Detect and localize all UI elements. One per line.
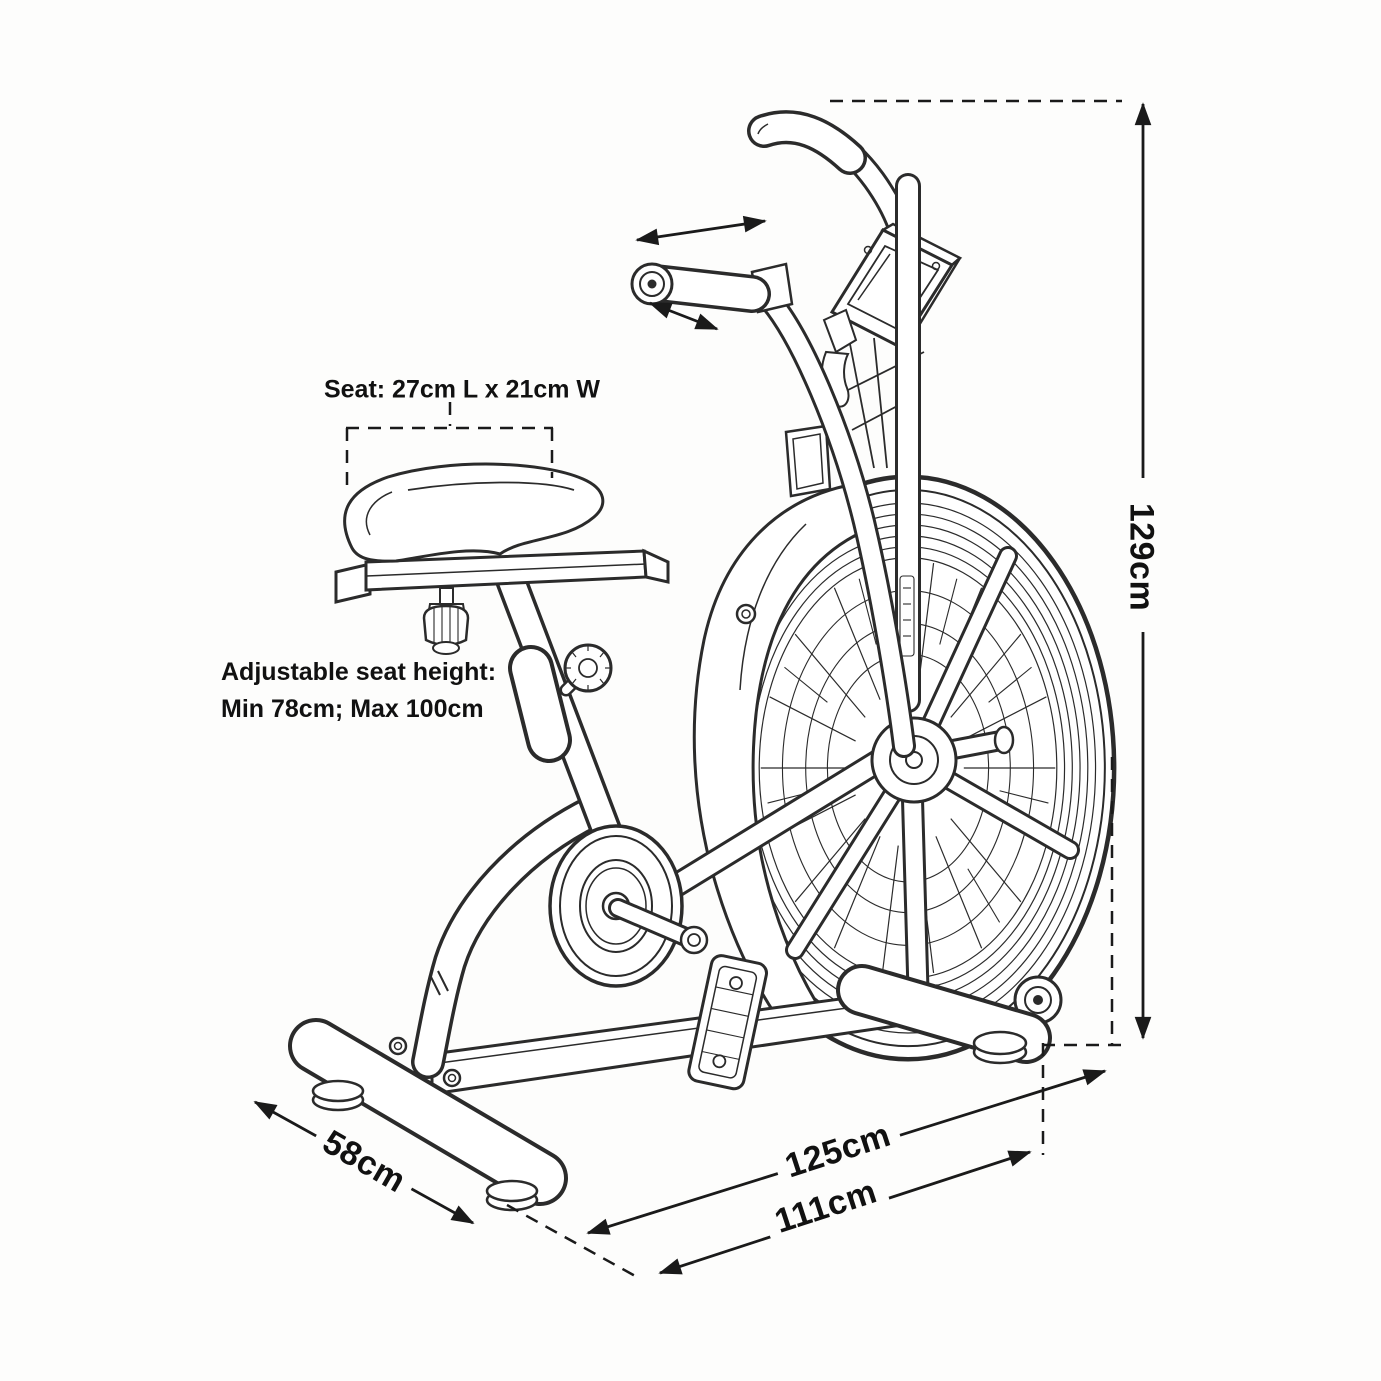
overall-height-label: 129cm: [1122, 502, 1161, 612]
drive-crank-pedal: [548, 824, 768, 1091]
handlebar-post: [895, 173, 930, 1002]
seat-height-label: Adjustable seat height: Min 78cm; Max 10…: [221, 654, 496, 728]
depth-extension-front: [506, 1203, 638, 1279]
seat-size-label: Seat: 27cm L x 21cm W: [323, 375, 601, 404]
shroud-bolt: [735, 603, 757, 625]
front-foot-right: [485, 1179, 539, 1203]
rear-foot: [972, 1030, 1028, 1056]
handle-adjust-arrow-short: [648, 301, 719, 331]
seat-height-label-line1: Adjustable seat height:: [221, 658, 497, 686]
front-foot-left: [311, 1079, 365, 1103]
frame: [411, 795, 609, 1079]
seat-knob: [422, 604, 470, 647]
seat-size-bracket: [345, 402, 554, 491]
console-screen: [829, 228, 955, 349]
seat-height-label-line2: Min 78cm; Max 100cm: [221, 695, 484, 723]
handle-adjust-arrow-long: [635, 215, 767, 246]
wind-guard-plate: [784, 424, 832, 498]
seat-adjust-knob: [563, 643, 613, 693]
moving-arm-left: [630, 262, 916, 758]
air-bike-drawing: [288, 110, 1114, 1212]
pedal: [687, 954, 768, 1091]
seat-assembly: [334, 462, 670, 846]
saddle: [343, 462, 605, 563]
base-frame: [430, 964, 1063, 1096]
